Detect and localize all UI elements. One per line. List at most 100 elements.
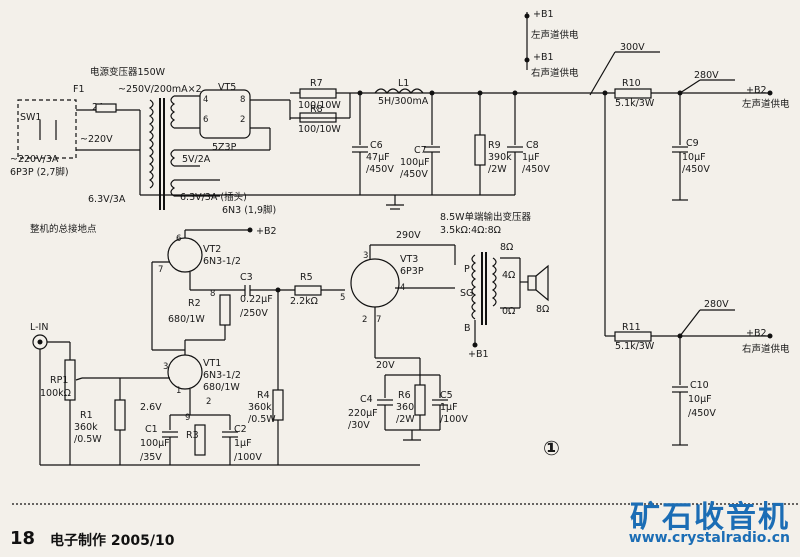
- r7-value: 100/10W: [298, 100, 341, 111]
- c7-value: 100μF: [400, 157, 430, 168]
- v20-label: 20V: [376, 360, 395, 371]
- vt2-b2-label: +B2: [256, 226, 277, 237]
- sw1-label: SW1: [20, 112, 41, 123]
- ot-sg-label: SG: [460, 288, 473, 299]
- ot-b-label: B: [464, 323, 471, 334]
- r11-label: R11: [622, 322, 641, 333]
- vt1-pin2: 2: [206, 397, 211, 407]
- c7-voltage: /450V: [400, 169, 428, 180]
- r9-value: 390k: [488, 152, 512, 163]
- c3-voltage: /250V: [240, 308, 268, 319]
- c7-label: C7: [414, 145, 427, 156]
- vt2-pin8: 8: [210, 289, 215, 299]
- vt5-pin2: 2: [240, 115, 245, 125]
- r5-label: R5: [300, 272, 313, 283]
- lin-label: L-IN: [30, 322, 48, 333]
- w63-6n3-label: 6N3 (1,9脚): [222, 205, 276, 216]
- ot-title: 8.5W单端输出变压器: [440, 211, 532, 223]
- vt1-pin9: 9: [185, 413, 190, 423]
- vt3-b1-label: +B1: [468, 349, 489, 360]
- c2-voltage: /100V: [234, 452, 262, 463]
- r6-label: R6: [398, 390, 411, 401]
- c1-label: C1: [145, 424, 158, 435]
- c5-value: 1μF: [440, 402, 458, 413]
- b1-top-label: +B1: [533, 9, 554, 20]
- w63-plug-label: 6.3V/3A (插头): [180, 191, 247, 203]
- vt2-type: 6N3-1/2: [203, 256, 241, 267]
- ot-0ohm-label: 0Ω: [502, 306, 515, 317]
- mains-rating-label: ~220V/3A: [10, 154, 59, 165]
- r6-power: /2W: [396, 414, 415, 425]
- r9-label: R9: [488, 140, 501, 151]
- vt2-pin7: 7: [158, 265, 163, 275]
- right-supply-label: 右声道供电: [531, 67, 579, 79]
- rp1-value: 100kΩ: [40, 388, 71, 399]
- c2-label: C2: [234, 424, 247, 435]
- vt5-label: VT5: [218, 82, 236, 93]
- vt3-pin5: 5: [340, 293, 345, 303]
- c8-value: 1μF: [522, 152, 540, 163]
- c1-value: 100μF: [140, 438, 170, 449]
- v300-label: 300V: [620, 42, 645, 53]
- vt3-type: 6P3P: [400, 266, 424, 277]
- c10-label: C10: [690, 380, 709, 391]
- c9-label: C9: [686, 138, 699, 149]
- r3-label: R3: [186, 430, 199, 441]
- bplus-filter: R7 100/10W R8 100/10W L1 5H/300mA C6 47μ…: [140, 70, 790, 446]
- c10-value: 10μF: [688, 394, 712, 405]
- r1-value: 360k: [74, 422, 98, 433]
- ot-8ohm-label: 8Ω: [500, 242, 513, 253]
- r2-label: R2: [188, 298, 201, 309]
- page-number: 18: [10, 528, 36, 549]
- c3-label: C3: [240, 272, 253, 283]
- power-section: 电源变压器150W F1 ~250V/200mA×2 2A SW1 ~220V …: [10, 66, 290, 235]
- fuse2-label: 6.3V/3A: [88, 194, 126, 205]
- c2-value: 1μF: [234, 438, 252, 449]
- r7-label: R7: [310, 78, 323, 89]
- r4-label: R4: [257, 390, 270, 401]
- plug-label: 6P3P (2,7脚): [10, 167, 69, 178]
- r4-value: 360k: [248, 402, 272, 413]
- r8-label: R8: [310, 104, 323, 115]
- c10-voltage: /450V: [688, 408, 716, 419]
- secondary-hv-label: ~250V/200mA×2: [118, 84, 202, 95]
- ground-note: 整机的总接地点: [30, 223, 97, 235]
- c6-value: 47μF: [366, 152, 390, 163]
- vt3-pin3: 3: [363, 251, 368, 261]
- vt2-pin6: 6: [176, 234, 181, 244]
- transformer-label: 电源变压器150W: [90, 66, 166, 78]
- c8-voltage: /450V: [522, 164, 550, 175]
- figure-number: ①: [543, 436, 560, 460]
- c5-label: C5: [440, 390, 453, 401]
- l1-label: L1: [398, 78, 409, 89]
- c9-voltage: /450V: [682, 164, 710, 175]
- vt1-pin3: 3: [163, 362, 168, 372]
- c6-label: C6: [370, 140, 383, 151]
- r5-value: 2.2kΩ: [290, 296, 318, 307]
- c4-label: C4: [360, 394, 373, 405]
- ot-4ohm-label: 4Ω: [502, 270, 515, 281]
- speaker-label: 8Ω: [536, 304, 549, 315]
- l1-value: 5H/300mA: [378, 96, 429, 107]
- v26-label: 2.6V: [140, 402, 162, 413]
- r10-value: 5.1k/3W: [615, 98, 655, 109]
- r1-label: R1: [80, 410, 93, 421]
- v290-label: 290V: [396, 230, 421, 241]
- vt3-pin2: 2: [362, 315, 367, 325]
- vt1-type: 6N3-1/2: [203, 370, 241, 381]
- r11-value: 5.1k/3W: [615, 341, 655, 352]
- b2a-label: +B2: [746, 85, 767, 96]
- vt5-pin8: 8: [240, 95, 245, 105]
- b2b-label: +B2: [746, 328, 767, 339]
- c9-value: 10μF: [682, 152, 706, 163]
- c4-voltage: /30V: [348, 420, 370, 431]
- site-url: www.crystalradio.cn: [628, 530, 790, 546]
- r4-power: /0.5W: [248, 414, 276, 425]
- left-b2-label: 左声道供电: [742, 98, 790, 110]
- vt5-pin4: 4: [203, 95, 208, 105]
- w5v-label: 5V/2A: [182, 154, 211, 165]
- b1-mid-label: +B1: [533, 52, 554, 63]
- c8-label: C8: [526, 140, 539, 151]
- v280a-label: 280V: [694, 70, 719, 81]
